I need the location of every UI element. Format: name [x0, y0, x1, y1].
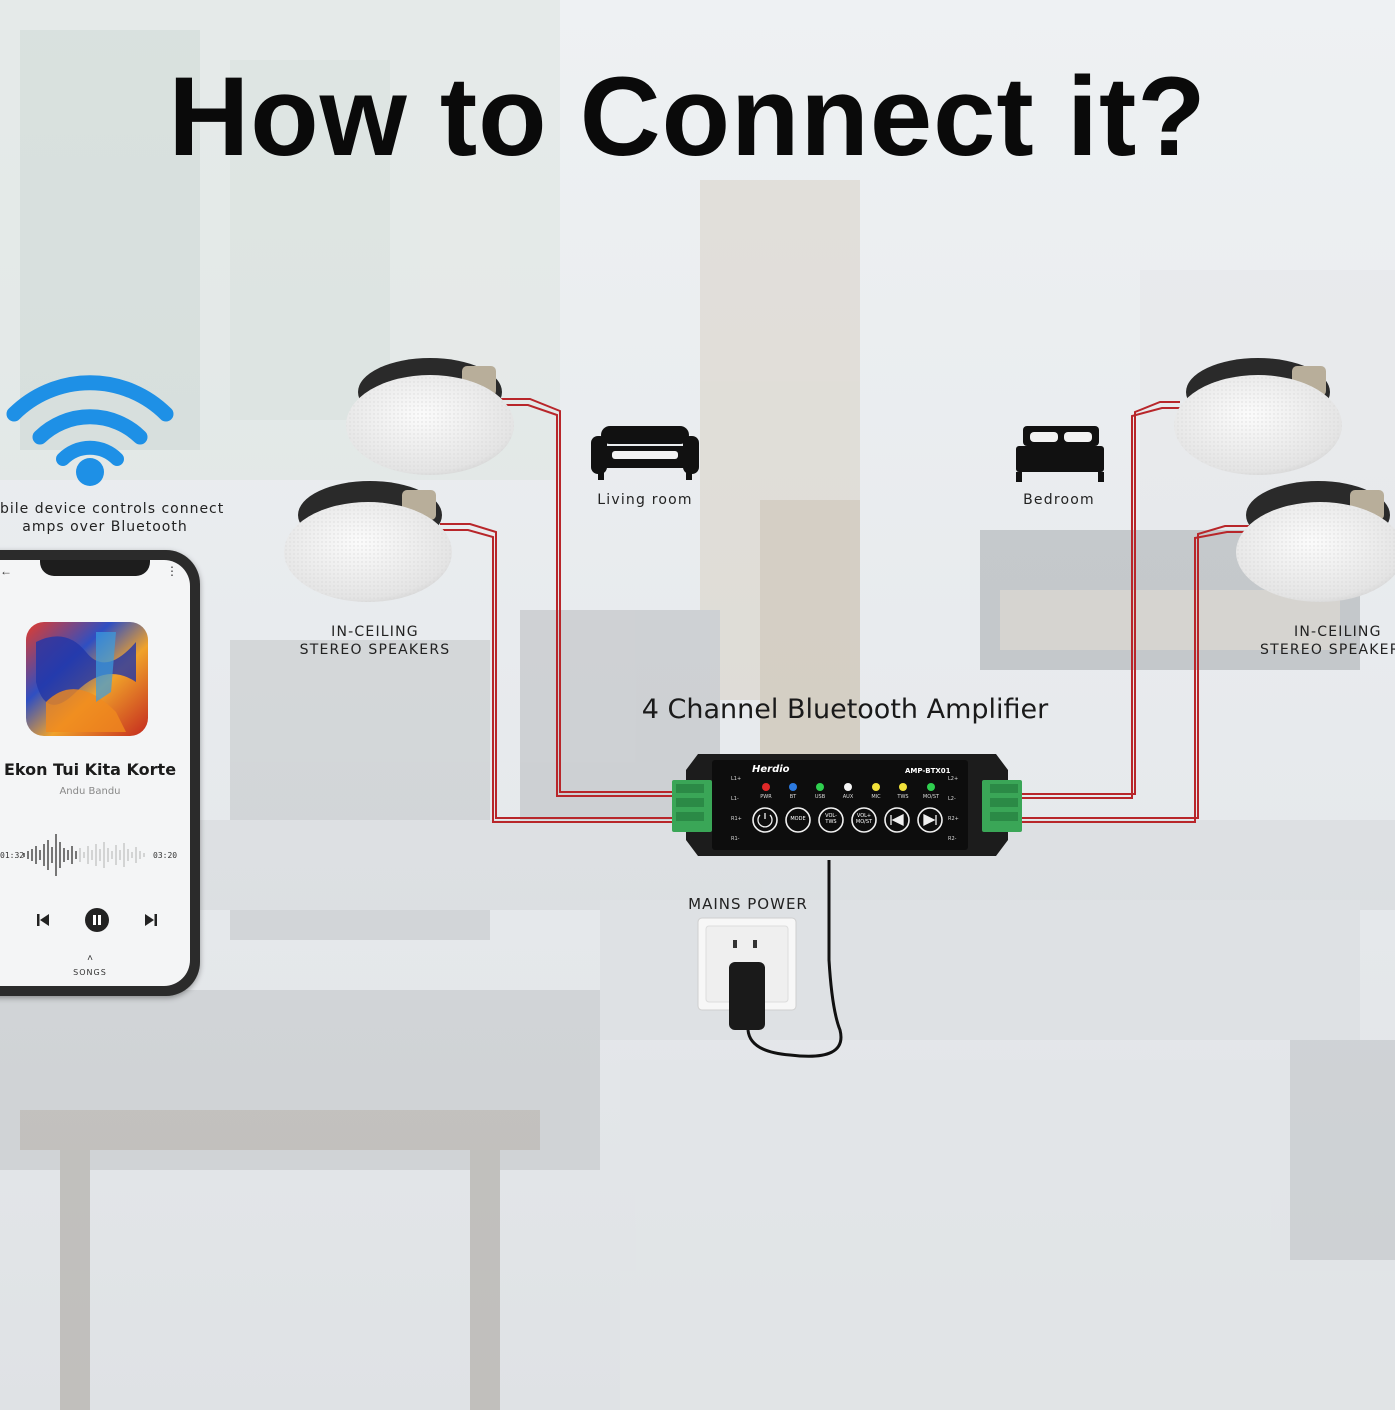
- amp-vol-up-button: [851, 807, 877, 833]
- led-tws: [899, 783, 907, 791]
- previous-icon: [890, 813, 904, 827]
- phone-screen: ← ⋮ Ekon Tui Kita Korte Andu Bandu 01:32…: [0, 560, 190, 986]
- amp-vol-up-label: VOL+ MO/ST: [855, 813, 873, 825]
- led-mic: [872, 783, 880, 791]
- amp-right-terminal-labels: L2+ L2- R2+ R2-: [948, 776, 968, 846]
- led-most: [927, 783, 935, 791]
- amp-indicator-label: AUX: [842, 794, 854, 800]
- elapsed-time: 01:32: [0, 851, 25, 860]
- song-title: Ekon Tui Kita Korte: [3, 760, 177, 779]
- amp-vol-down-label: VOL- TWS: [825, 813, 837, 825]
- audio-waveform[interactable]: [22, 832, 148, 878]
- amp-left-terminals: [672, 780, 712, 832]
- led-bt: [789, 783, 797, 791]
- amp-indicator-label: USB: [814, 794, 826, 800]
- amp-model: AMP-BTX01: [905, 767, 951, 775]
- amp-mode-button: [785, 807, 811, 833]
- speaker-label-right-line-1: IN-CEILING: [1294, 624, 1382, 640]
- power-adapter: [729, 962, 765, 1030]
- speaker-left-bottom: [284, 481, 452, 602]
- amp-indicator-label: BT: [789, 794, 797, 800]
- power-icon: [757, 813, 773, 828]
- songs-tab[interactable]: SONGS: [73, 968, 107, 977]
- amp-left-terminal-labels: L1+ L1- R1+ R1-: [731, 776, 751, 846]
- amp-power-button: [752, 807, 778, 833]
- bluetooth-caption-line-2: amps over Bluetooth: [22, 519, 188, 535]
- wall-socket: [697, 917, 797, 1030]
- more-options-icon[interactable]: ⋮: [166, 564, 178, 578]
- album-art: [26, 622, 148, 736]
- amp-terminal-label: R2+: [948, 816, 959, 822]
- pause-button[interactable]: [84, 907, 110, 933]
- led-usb: [816, 783, 824, 791]
- phone-notch: [40, 560, 150, 576]
- speaker-left-top: [346, 358, 514, 475]
- speaker-label-right-line-2: STEREO SPEAKER: [1260, 642, 1395, 658]
- amplifier-title: 4 Channel Bluetooth Amplifier: [641, 694, 1049, 725]
- amp-terminal-label: L1+: [731, 776, 742, 782]
- bluetooth-caption: bile device controls connect amps over B…: [0, 500, 225, 536]
- amp-brand: Herdio: [752, 764, 790, 775]
- skip-previous-icon[interactable]: [36, 912, 50, 928]
- bed-icon: [1016, 426, 1104, 482]
- amp-terminal-label: L1-: [731, 796, 739, 802]
- amp-indicator-label: MIC: [871, 794, 881, 800]
- amp-terminal-label: R1-: [731, 836, 740, 842]
- amp-terminal-label: R2-: [948, 836, 957, 842]
- amp-indicator-label: MO/ST: [922, 794, 940, 800]
- amp-indicator-labels: PWR BT USB AUX MIC TWS MO/ST: [750, 794, 950, 804]
- amp-next-button: [917, 807, 943, 833]
- back-arrow-icon[interactable]: ←: [0, 564, 12, 578]
- power-cable: [746, 860, 843, 1058]
- skip-next-icon[interactable]: [144, 912, 158, 928]
- sofa-icon: [591, 426, 699, 480]
- amp-right-terminals: [982, 780, 1022, 832]
- amp-terminal-label: R1+: [731, 816, 742, 822]
- amp-prev-button: [884, 807, 910, 833]
- living-room-label: Living room: [597, 492, 693, 508]
- amp-mode-label: MODE: [790, 816, 806, 822]
- song-artist: Andu Bandu: [59, 786, 121, 797]
- led-aux: [844, 783, 852, 791]
- amplifier: [672, 754, 1022, 856]
- speaker-label-left-line-1: IN-CEILING: [331, 624, 419, 640]
- speaker-label-left-line-2: STEREO SPEAKERS: [299, 642, 451, 658]
- led-pwr: [762, 783, 770, 791]
- amp-terminal-label: L2-: [948, 796, 956, 802]
- bedroom-label: Bedroom: [1023, 492, 1095, 508]
- mains-power-label: MAINS POWER: [688, 895, 808, 913]
- total-time: 03:20: [153, 851, 178, 860]
- wifi-icon: [6, 375, 174, 486]
- chevron-up-icon[interactable]: ˄: [87, 953, 93, 964]
- amp-indicator-label: TWS: [897, 794, 909, 800]
- speaker-label-left: IN-CEILING STEREO SPEAKERS: [290, 623, 460, 659]
- speaker-right-top: [1174, 358, 1342, 475]
- amp-terminal-label: L2+: [948, 776, 959, 782]
- speaker-wires: [440, 398, 1255, 823]
- amp-indicator-label: PWR: [760, 794, 772, 800]
- speaker-label-right: IN-CEILING STEREO SPEAKER: [1250, 623, 1395, 659]
- next-icon: [923, 813, 937, 827]
- bluetooth-caption-line-1: bile device controls connect: [0, 501, 225, 517]
- smartphone: ← ⋮ Ekon Tui Kita Korte Andu Bandu 01:32…: [0, 550, 200, 996]
- page-title: How to Connect it?: [168, 54, 1207, 179]
- speaker-right-bottom: [1236, 481, 1395, 602]
- amp-vol-down-button: [818, 807, 844, 833]
